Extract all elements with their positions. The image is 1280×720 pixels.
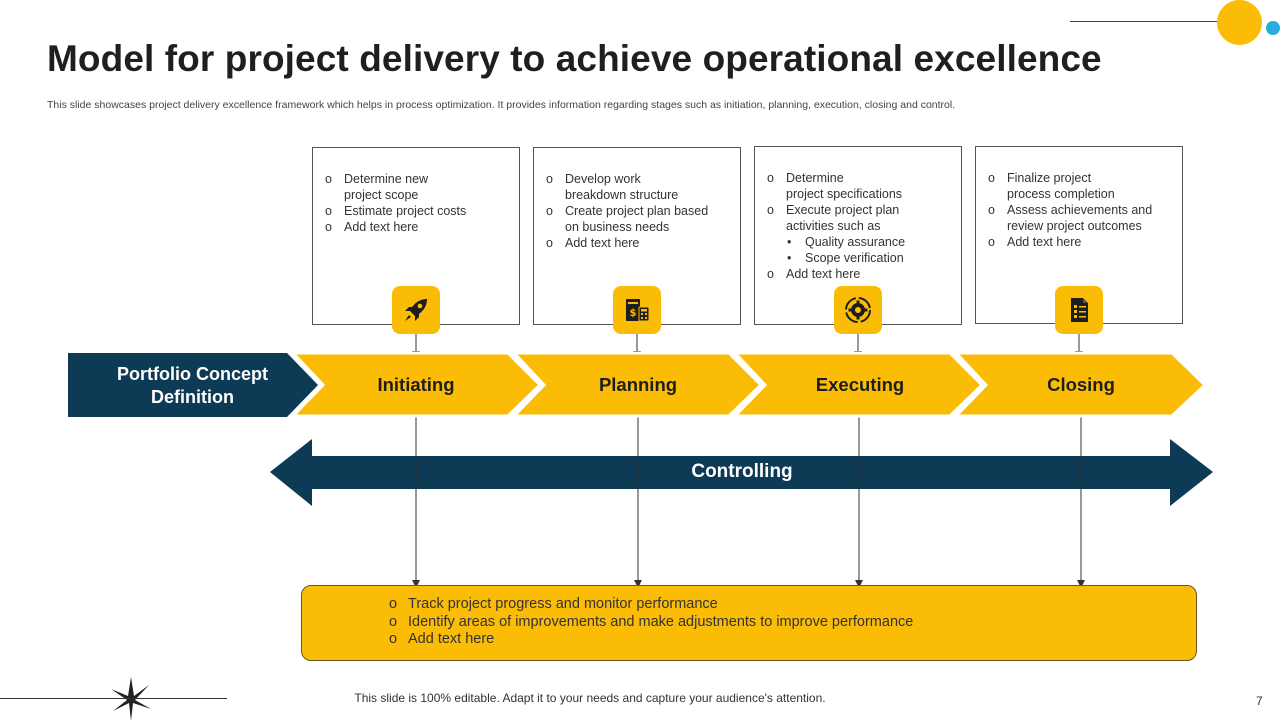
- list-item-text: Add text here: [565, 236, 640, 250]
- list-item-text: Estimate project costs: [344, 204, 467, 218]
- bullet-marker: o: [546, 172, 553, 186]
- bottom-decor-line: [0, 698, 227, 699]
- bullet-marker: •: [787, 235, 792, 249]
- bullet-marker: o: [546, 236, 553, 250]
- stage-label-closing: Closing: [1047, 374, 1115, 395]
- controlling-list: o Track project progress and monitor perf…: [389, 596, 1196, 649]
- chevron-closing: [952, 351, 1208, 418]
- chevron-planning: [510, 351, 764, 418]
- list-item-text: Assess achievements and: [1007, 203, 1153, 217]
- bullet-marker: o: [546, 204, 553, 218]
- bullet-marker: o: [767, 171, 774, 185]
- footer-note: This slide is 100% editable. Adapt it to…: [354, 691, 826, 705]
- top-decor-line: [1070, 21, 1222, 22]
- decor-circle-yellow: [1217, 0, 1262, 45]
- list-item-text: Scope verification: [805, 251, 904, 265]
- list-item: o Add text here: [389, 631, 1196, 649]
- list-item-text-cont: project specifications: [786, 187, 903, 201]
- svg-text:$: $: [630, 308, 637, 319]
- bullet-marker: o: [389, 631, 398, 647]
- portfolio-arrow-shape: [68, 353, 318, 417]
- list-item-text: Create project plan based: [565, 204, 709, 218]
- bullet-marker: o: [767, 267, 774, 281]
- chevron-executing: [731, 351, 985, 418]
- list-item-text: Quality assurance: [805, 235, 906, 249]
- bullet-marker: o: [325, 204, 332, 218]
- list-item-text: Add text here: [344, 220, 419, 234]
- controlling-label: Controlling: [691, 461, 793, 482]
- list-item: o Estimate project costs: [325, 203, 511, 219]
- list-item: o Track project progress and monitor perf…: [389, 596, 1196, 614]
- bullet-marker: o: [325, 172, 332, 186]
- controlling-double-arrow: [270, 439, 1213, 506]
- list-item-text: Finalize project: [1007, 171, 1092, 185]
- list-item: o Identify areas of improvements and make…: [389, 614, 1196, 632]
- bullet-marker: o: [988, 235, 995, 249]
- list-item: o Determine project specifications: [767, 170, 953, 202]
- portfolio-line-2: Definition: [151, 387, 234, 407]
- list-item-text: Add text here: [408, 631, 495, 647]
- list-item-text-cont: on business needs: [565, 220, 670, 234]
- list-item: o Determine new project scope: [325, 171, 511, 203]
- stage-label-executing: Executing: [815, 374, 905, 395]
- portfolio-line-1: Portfolio Concept: [117, 364, 268, 384]
- list-item: • Scope verification: [767, 250, 953, 266]
- calculator-budget-icon: $: [613, 286, 661, 334]
- bullet-marker: o: [389, 613, 398, 630]
- list-item-text: Track project progress and monitor perfo…: [408, 596, 718, 612]
- stage-label-initiating: Initiating: [377, 374, 455, 395]
- list-item: o Add text here: [325, 219, 511, 235]
- rocket-icon: [392, 286, 440, 334]
- bullet-marker: o: [389, 596, 398, 612]
- gear-cycle-icon: [834, 286, 882, 334]
- list-item-text: Identify areas of improvements and make …: [408, 613, 914, 630]
- list-item-text-cont: project scope: [344, 188, 419, 202]
- list-item-text-cont: review project outcomes: [1007, 219, 1142, 233]
- list-item: o Add text here: [767, 266, 953, 282]
- decor-circle-blue: [1266, 21, 1280, 35]
- list-item-text: Determine new: [344, 172, 429, 186]
- list-item-text-cont: breakdown structure: [565, 188, 679, 202]
- list-item-text-cont: process completion: [1007, 187, 1115, 201]
- list-item: o Add text here: [546, 235, 732, 251]
- bullet-marker: o: [325, 220, 332, 234]
- chevron-initiating: [289, 351, 543, 418]
- list-item: o Finalize project process completion: [988, 170, 1174, 202]
- list-item: • Quality assurance: [767, 234, 953, 250]
- page-number: 7: [1256, 694, 1263, 708]
- list-item: o Add text here: [988, 234, 1174, 250]
- list-item: o Develop work breakdown structure: [546, 171, 732, 203]
- list-item-text: Add text here: [1007, 235, 1082, 249]
- list-item-text-cont: activities such as: [786, 219, 881, 233]
- bullet-marker: o: [988, 171, 995, 185]
- list-item-text: Determine: [786, 171, 844, 185]
- checklist-document-icon: [1055, 286, 1103, 334]
- page-title: Model for project delivery to achieve op…: [47, 38, 1102, 79]
- bullet-marker: •: [787, 251, 792, 265]
- list-item-text: Add text here: [786, 267, 861, 281]
- list-item: o Create project plan based on business ne…: [546, 203, 732, 235]
- bullet-marker: o: [988, 203, 995, 217]
- stage-label-planning: Planning: [598, 374, 678, 395]
- page-subtitle: This slide showcases project delivery ex…: [47, 99, 956, 111]
- list-item-text: Develop work: [565, 172, 641, 186]
- bullet-marker: o: [767, 203, 774, 217]
- list-item: o Assess achievements and review project o…: [988, 202, 1174, 234]
- controlling-details-box: o Track project progress and monitor perf…: [301, 585, 1197, 661]
- portfolio-concept-label: Portfolio Concept Definition: [100, 363, 285, 409]
- list-item: o Execute project plan activities such as: [767, 202, 953, 234]
- list-item-text: Execute project plan: [786, 203, 900, 217]
